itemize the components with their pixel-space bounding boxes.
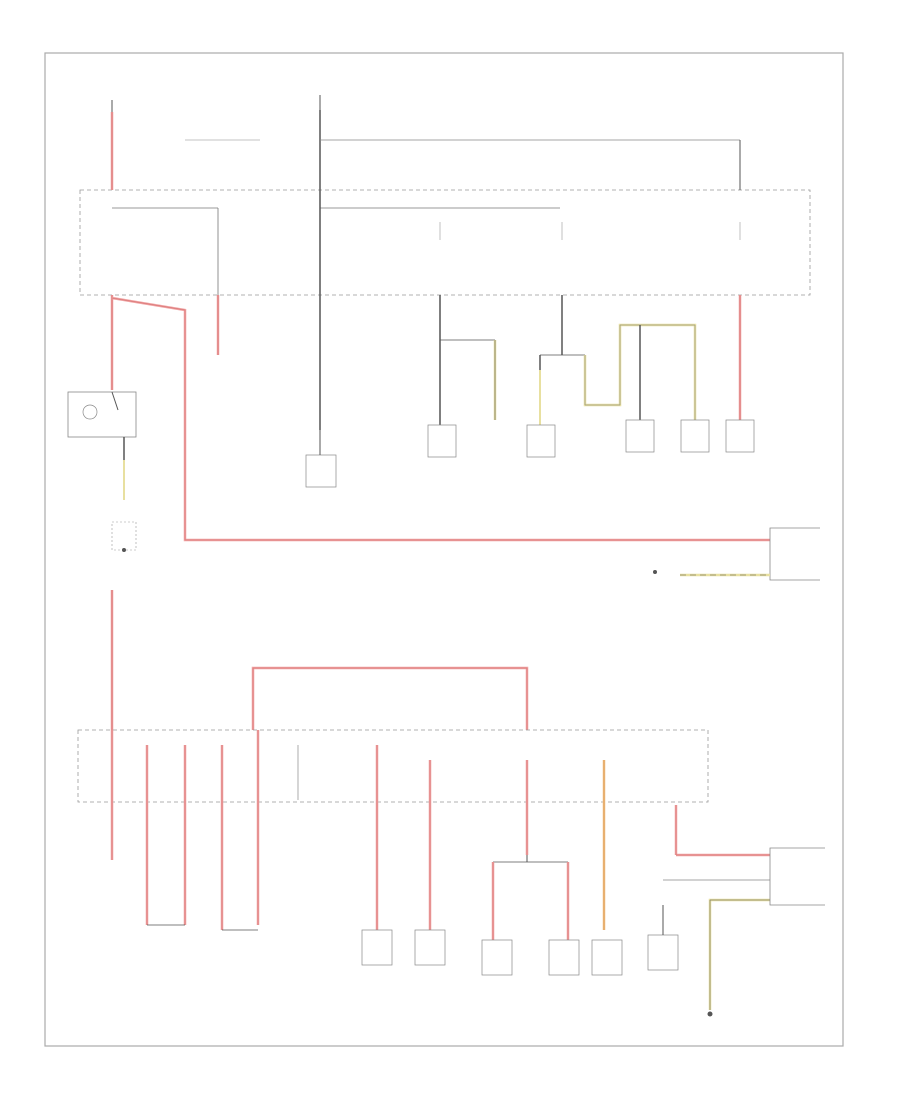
- lower-comp-6: [647, 905, 679, 971]
- lower-comp-1: [361, 929, 393, 966]
- lower-comp-5: [591, 939, 623, 976]
- page-frame: [44, 52, 844, 1047]
- lower-fuse-wires: [110, 730, 606, 930]
- upper-fuse-labels: [439, 222, 741, 240]
- upper-fuse-block: [79, 189, 811, 296]
- ground-point: [707, 1011, 713, 1017]
- lower-fuse-block: [77, 729, 709, 803]
- lower-comp-4: [548, 939, 580, 976]
- component-d: [625, 419, 655, 453]
- component-a: [427, 295, 495, 458]
- lower-comp-3: [481, 939, 513, 976]
- right-control-unit: [769, 527, 820, 581]
- lower-right-control-unit: [769, 847, 825, 906]
- ignition-relay: [67, 391, 137, 438]
- left-headlight: [305, 430, 337, 488]
- component-e: [680, 419, 710, 453]
- long-red-wire: [111, 296, 770, 542]
- component-f: [725, 295, 755, 453]
- lower-comp-2: [414, 929, 446, 966]
- clutch-sensor: [526, 295, 585, 458]
